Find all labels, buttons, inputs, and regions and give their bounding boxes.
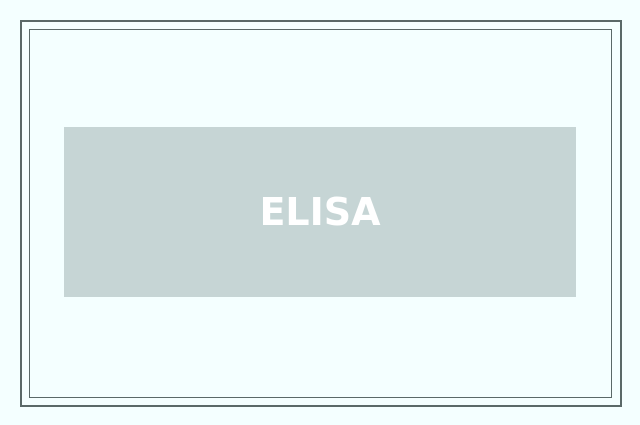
inner-frame-border (29, 29, 612, 398)
image-placeholder: ELISA (64, 127, 576, 297)
outer-frame-border (20, 20, 622, 407)
placeholder-label: ELISA (259, 190, 381, 234)
